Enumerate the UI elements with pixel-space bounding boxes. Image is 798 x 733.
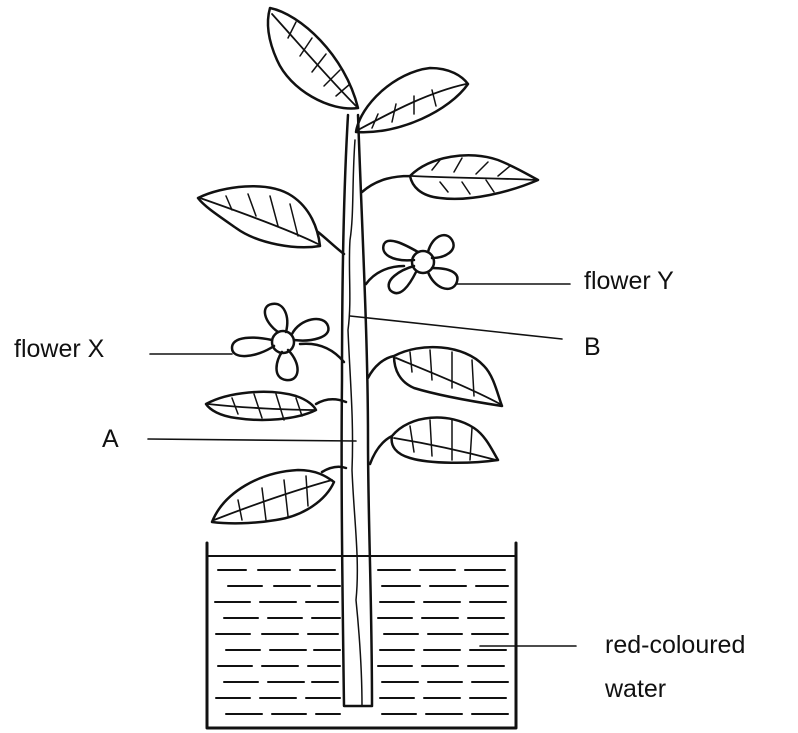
stem [342,115,372,706]
label-flower-x: flower X [14,334,104,364]
label-flower-y: flower Y [584,266,674,296]
leaf-left-lower [206,392,346,420]
leaf-left-upper [198,186,344,254]
label-water-line2: water [605,674,666,704]
leaf-right-upper [362,155,538,199]
leaf-top-left [268,8,358,108]
leaf-right-middle [368,347,502,406]
label-b: B [584,332,601,362]
leader-a [148,439,356,441]
label-a: A [102,424,119,454]
flower-y [366,235,457,293]
flower-x [232,304,344,380]
leaf-top-right [356,68,468,132]
label-water-line1: red-coloured [605,630,745,660]
leader-b [350,316,562,339]
leaf-bottom-left [212,467,346,524]
leaf-right-lower [370,418,498,464]
